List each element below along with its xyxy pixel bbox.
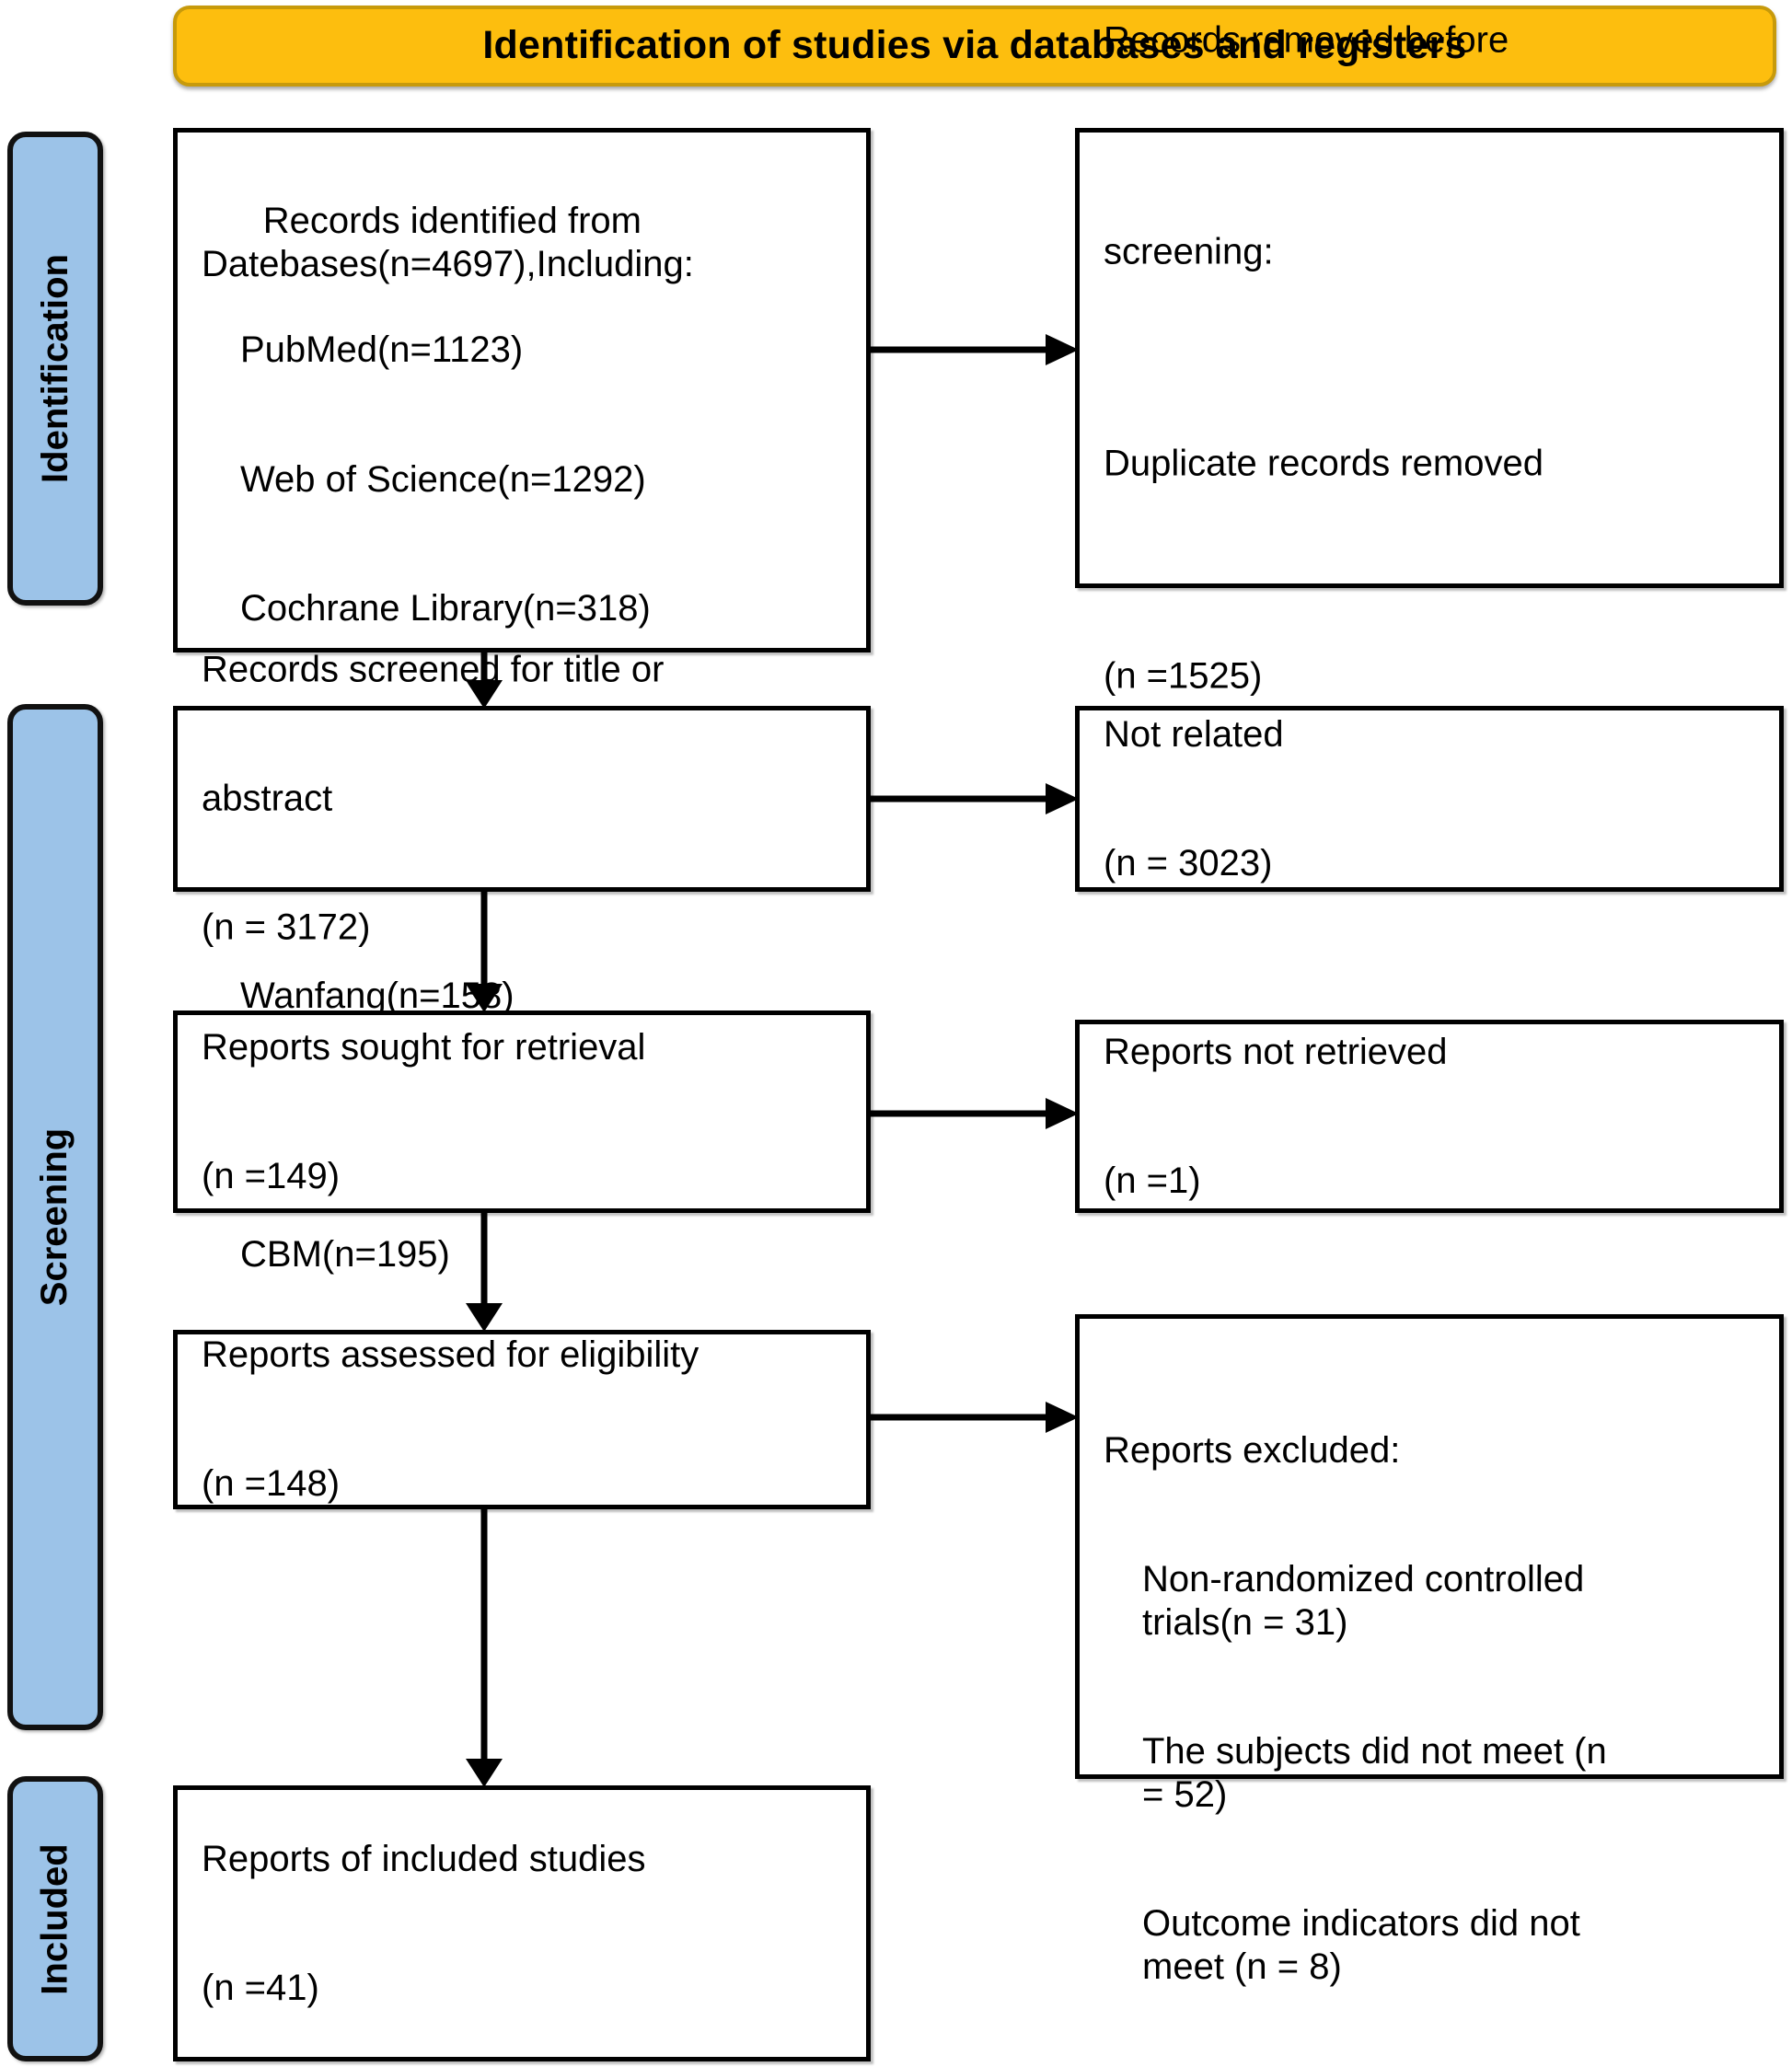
box-not-related-content: Not related (n = 3023) <box>1104 627 1766 971</box>
records-identified-source: Web of Science(n=1292) <box>240 458 646 500</box>
box-reports-not-retrieved: Reports not retrieved (n =1) <box>1075 1020 1784 1213</box>
reports-excluded-reason: The subjects did not meet (n = 52) <box>1142 1731 1607 1815</box>
reports-not-retrieved-line2: (n =1) <box>1104 1160 1201 1201</box>
box-records-removed: Records removed before screening: Duplic… <box>1075 19 1784 696</box>
not-related-line2: (n = 3023) <box>1104 842 1273 883</box>
box-reports-not-retrieved-content: Reports not retrieved (n =1) <box>1104 944 1766 1288</box>
records-removed-line3: Duplicate records removed <box>1104 443 1543 484</box>
records-identified-heading: Records identified from Datebases(n=4697… <box>202 200 694 284</box>
reports-sought-line1: Reports sought for retrieval <box>202 1026 646 1068</box>
box-included-studies-content: Reports of included studies (n =41) <box>202 1751 853 2067</box>
box-reports-sought: Reports sought for retrieval (n =149) <box>173 1010 871 1213</box>
box-reports-excluded: Reports excluded: Non-randomized control… <box>1075 1314 1784 1987</box>
arrow-assessed-to-excluded <box>871 1402 1079 1433</box>
included-studies-line2: (n =41) <box>202 1967 319 2008</box>
included-studies-line1: Reports of included studies <box>202 1838 646 1879</box>
records-identified-source: Cochrane Library(n=318) <box>240 587 651 629</box>
stage-tab-identification: Identification <box>7 132 103 606</box>
records-removed-line1: Records removed before <box>1104 19 1509 61</box>
records-screened-line1: Records screened for title or <box>202 649 665 690</box>
stage-tab-included-label: Included <box>34 1842 75 1995</box>
reports-excluded-reason: Non-randomized controlled trials(n = 31) <box>1142 1558 1585 1643</box>
stage-tab-identification-label: Identification <box>34 254 75 483</box>
header-banner: Identification of studies via databases … <box>173 6 1776 87</box>
box-reports-assessed: Reports assessed for eligibility (n =148… <box>173 1330 871 1509</box>
arrow-identified-to-removed <box>871 334 1079 365</box>
reports-sought-line2: (n =149) <box>202 1155 341 1196</box>
box-records-removed-content: Records removed before screening: Duplic… <box>1104 0 1766 853</box>
reports-assessed-line1: Reports assessed for eligibility <box>202 1334 699 1375</box>
box-records-identified: Records identified from Datebases(n=4697… <box>173 128 871 1275</box>
records-removed-line4: (n =1525) <box>1104 655 1263 697</box>
reports-not-retrieved-line1: Reports not retrieved <box>1104 1031 1448 1072</box>
records-identified-source: PubMed(n=1123) <box>240 329 524 371</box>
records-identified-source: CBM(n=195) <box>240 1233 450 1275</box>
header-banner-title: Identification of studies via databases … <box>482 23 1467 68</box>
reports-assessed-line2: (n =148) <box>202 1463 341 1505</box>
box-reports-assessed-content: Reports assessed for eligibility (n =148… <box>202 1247 853 1591</box>
arrow-screened-to-not-related <box>871 783 1079 814</box>
records-screened-line3: (n = 3172) <box>202 906 371 948</box>
reports-excluded-reason: Outcome indicators did not meet (n = 8) <box>1142 1903 1580 1988</box>
not-related-line1: Not related <box>1104 713 1284 755</box>
box-reports-sought-content: Reports sought for retrieval (n =149) <box>202 940 853 1284</box>
box-records-screened: Records screened for title or abstract (… <box>173 649 871 948</box>
arrow-sought-to-not-retrieved <box>871 1098 1079 1129</box>
records-removed-line2: screening: <box>1104 231 1274 272</box>
stage-tab-screening: Screening <box>7 704 103 1730</box>
stage-tab-included: Included <box>7 1776 103 2061</box>
stage-tab-screening-label: Screening <box>34 1127 75 1307</box>
reports-excluded-heading: Reports excluded: <box>1104 1429 1401 1471</box>
records-screened-line2: abstract <box>202 778 333 819</box>
box-reports-excluded-content: Reports excluded: Non-randomized control… <box>1104 1343 1766 2067</box>
box-not-related: Not related (n = 3023) <box>1075 706 1784 892</box>
box-included-studies: Reports of included studies (n =41) <box>173 1785 871 2061</box>
box-records-screened-content: Records screened for title or abstract (… <box>202 562 853 1036</box>
